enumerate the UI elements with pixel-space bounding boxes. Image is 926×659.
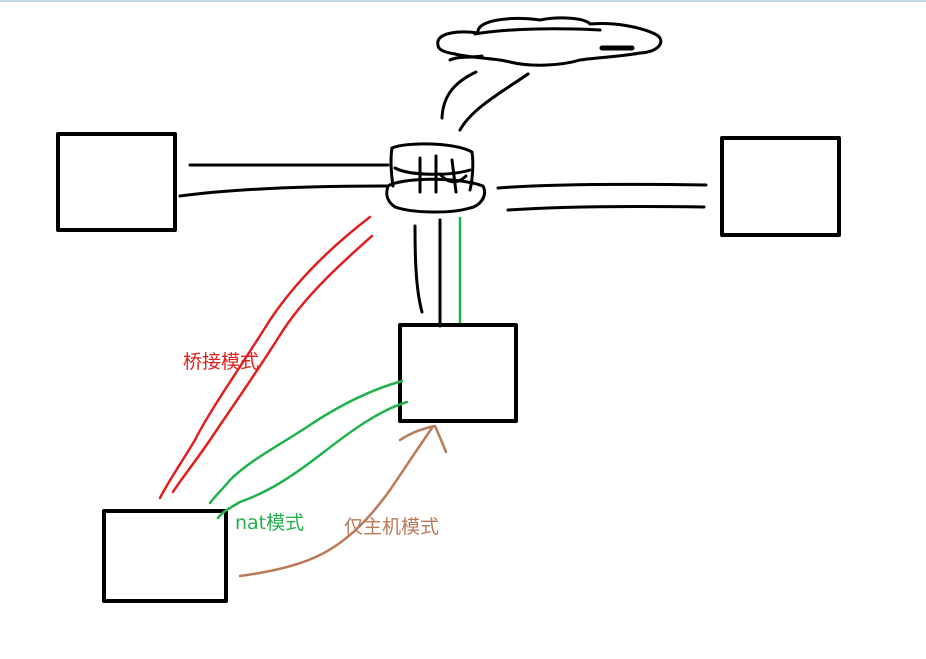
- bridge-mode-label: 桥接模式: [183, 351, 260, 373]
- bridge-mode-lines: [158, 215, 374, 500]
- nat-mode-lines: [208, 379, 409, 520]
- switch-hub-shape: [385, 142, 486, 214]
- right-host-box: [720, 136, 841, 237]
- center-link: [413, 218, 442, 328]
- vm-host-box: [398, 323, 518, 423]
- cloud-link: [440, 70, 530, 132]
- vm-guest-box: [102, 509, 228, 603]
- cloud-shape: [436, 16, 663, 67]
- nat-mode-label: nat模式: [235, 512, 305, 534]
- left-link: [178, 163, 390, 198]
- window-top-border: [0, 0, 926, 2]
- right-link: [496, 182, 708, 212]
- host-only-line: [238, 424, 448, 578]
- left-host-box: [56, 132, 177, 232]
- host-only-mode-label: 仅主机模式: [344, 516, 440, 538]
